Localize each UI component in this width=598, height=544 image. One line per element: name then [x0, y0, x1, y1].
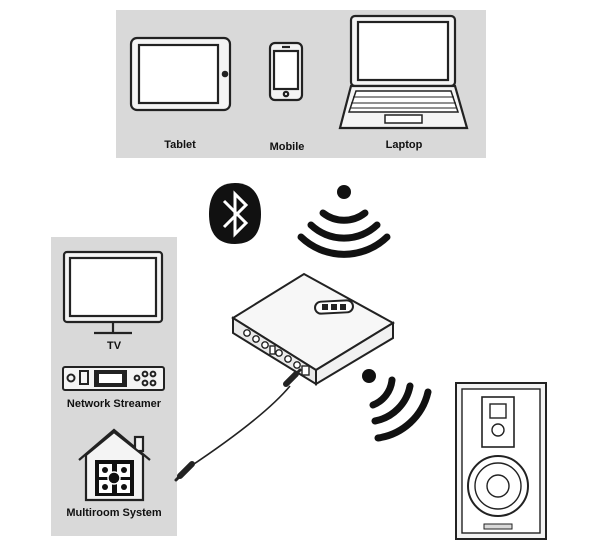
cable-icon — [174, 368, 302, 482]
laptop-label: Laptop — [386, 139, 423, 151]
tablet-icon — [129, 36, 232, 112]
tv-label: TV — [107, 340, 122, 352]
wifi-icon — [297, 185, 391, 258]
mobile-label: Mobile — [270, 141, 305, 153]
streamer-icon — [62, 366, 165, 391]
streamer-label: Network Streamer — [67, 398, 162, 410]
laptop-icon — [338, 14, 469, 130]
speaker-icon — [455, 382, 547, 540]
house-icon — [78, 428, 151, 502]
tv-icon — [62, 250, 164, 335]
bluetooth-icon — [209, 183, 261, 244]
hub-box-icon — [231, 272, 395, 386]
wifi-to-speaker-icon — [362, 369, 432, 442]
mobile-icon — [268, 41, 304, 102]
multiroom-label: Multiroom System — [66, 507, 162, 519]
tablet-label: Tablet — [164, 139, 196, 151]
